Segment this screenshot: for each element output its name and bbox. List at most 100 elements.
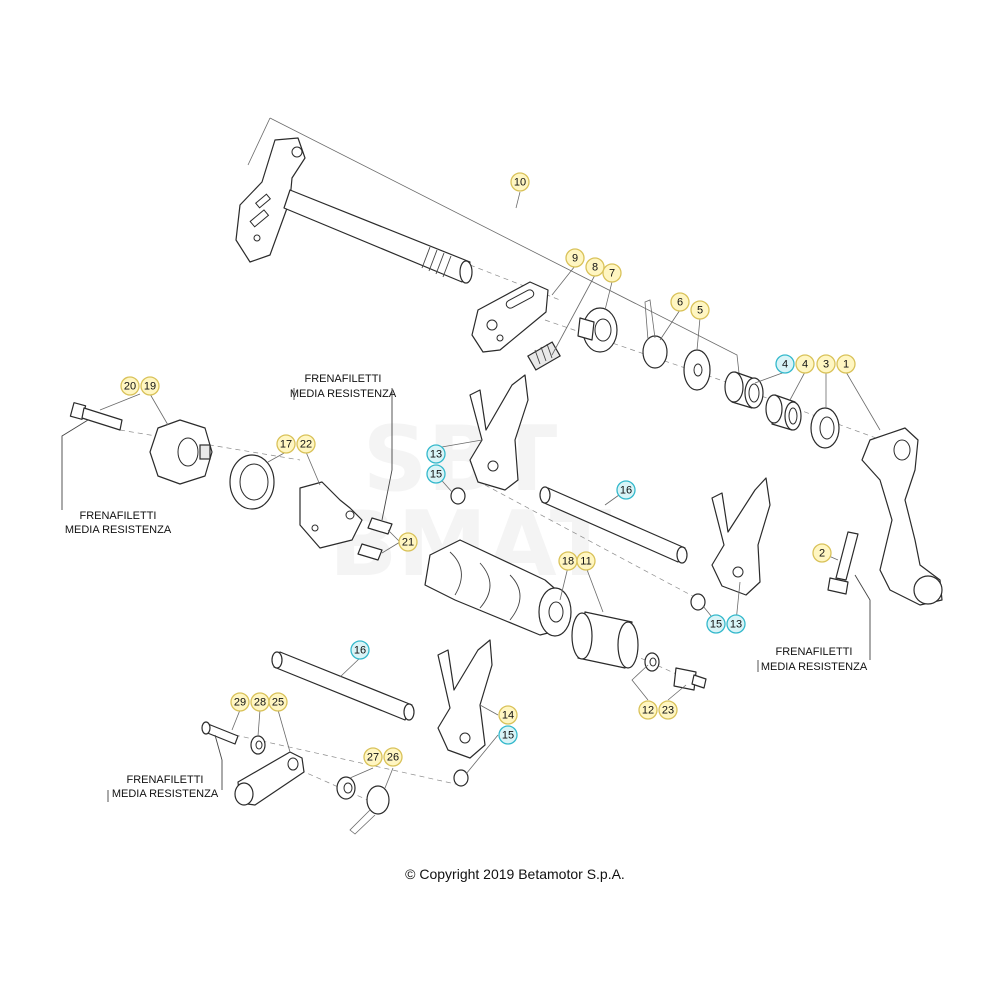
callout-label: 15 bbox=[502, 730, 514, 742]
note-thread-lock-2: FRENAFILETTI MEDIA RESISTENZA bbox=[61, 419, 172, 536]
callout-10: 10 bbox=[510, 172, 530, 192]
callout-label: 28 bbox=[254, 697, 266, 709]
callout-label: 4 bbox=[802, 359, 808, 371]
callout-label: 1 bbox=[843, 359, 849, 371]
svg-text:FRENAFILETTI: FRENAFILETTI bbox=[79, 510, 156, 522]
detent-spring bbox=[349, 785, 390, 835]
callout-28: 28 bbox=[250, 692, 270, 712]
detent-arm bbox=[234, 751, 305, 806]
large-oil-seal bbox=[229, 454, 275, 510]
long-bolt bbox=[69, 402, 123, 431]
callout-5: 5 bbox=[690, 300, 710, 320]
leader-10 bbox=[515, 191, 521, 209]
shift-fork-lower bbox=[437, 639, 493, 759]
copyright-text: © Copyright 2019 Betamotor S.p.A. bbox=[405, 866, 625, 882]
callout-16: 16 bbox=[350, 640, 370, 660]
callout-8: 8 bbox=[585, 257, 605, 277]
svg-text:MEDIA RESISTENZA: MEDIA RESISTENZA bbox=[112, 788, 219, 800]
callout-13: 13 bbox=[726, 614, 746, 634]
callout-7: 7 bbox=[602, 263, 622, 283]
svg-text:MEDIA RESISTENZA: MEDIA RESISTENZA bbox=[761, 661, 868, 673]
callout-label: 4 bbox=[782, 359, 788, 371]
lever-bolt bbox=[827, 531, 859, 595]
callout-29: 29 bbox=[230, 692, 250, 712]
callout-3: 3 bbox=[816, 354, 836, 374]
svg-text:MEDIA RESISTENZA: MEDIA RESISTENZA bbox=[65, 524, 172, 536]
fork-roller-upper bbox=[450, 487, 466, 505]
callout-18: 18 bbox=[558, 551, 578, 571]
callout-label: 13 bbox=[730, 619, 742, 631]
shift-drum bbox=[424, 539, 572, 637]
callout-label: 5 bbox=[697, 305, 703, 317]
callout-label: 8 bbox=[592, 262, 598, 274]
shift-fork-upper bbox=[469, 374, 529, 491]
note-thread-lock-1: FRENAFILETTI MEDIA RESISTENZA bbox=[290, 373, 397, 521]
callout-15: 15 bbox=[498, 725, 518, 745]
callout-14: 14 bbox=[498, 705, 518, 725]
callout-label: 27 bbox=[367, 752, 379, 764]
shift-fork-right bbox=[711, 477, 771, 596]
selector-plate bbox=[471, 281, 549, 353]
callout-23: 23 bbox=[658, 700, 678, 720]
note-thread-lock-4: FRENAFILETTI MEDIA RESISTENZA bbox=[107, 734, 223, 802]
fork-shaft-lower bbox=[271, 651, 415, 721]
callout-label: 14 bbox=[502, 710, 514, 722]
callout-label: 12 bbox=[642, 705, 654, 717]
svg-text:MEDIA RESISTENZA: MEDIA RESISTENZA bbox=[290, 388, 397, 400]
callout-27: 27 bbox=[363, 747, 383, 767]
callout-4: 4 bbox=[775, 354, 795, 374]
callout-label: 11 bbox=[580, 556, 591, 568]
callout-label: 17 bbox=[280, 439, 292, 451]
callout-label: 3 bbox=[823, 359, 829, 371]
callout-label: 15 bbox=[430, 469, 442, 481]
callout-label: 15 bbox=[710, 619, 722, 631]
detent-plate bbox=[299, 481, 363, 549]
callout-label: 16 bbox=[354, 645, 366, 657]
shift-shaft-assembly bbox=[235, 137, 473, 284]
callout-label: 16 bbox=[620, 485, 632, 497]
callout-25: 25 bbox=[268, 692, 288, 712]
callout-label: 20 bbox=[124, 381, 136, 393]
callout-label: 29 bbox=[234, 697, 246, 709]
needle-bearing bbox=[724, 371, 764, 409]
callout-label: 2 bbox=[819, 548, 825, 560]
leader-lines bbox=[99, 265, 881, 789]
pivot-pin bbox=[201, 721, 239, 745]
oil-seal bbox=[810, 407, 840, 449]
detent-roller bbox=[336, 776, 356, 800]
fork-shaft-upper bbox=[539, 486, 688, 564]
cam-roller bbox=[577, 307, 618, 353]
selector-star bbox=[149, 419, 213, 485]
callout-label: 6 bbox=[677, 297, 683, 309]
callout-12: 12 bbox=[638, 700, 658, 720]
callout-15: 15 bbox=[426, 464, 446, 484]
callout-label: 21 bbox=[402, 537, 414, 549]
callout-2: 2 bbox=[812, 543, 832, 563]
svg-text:FRENAFILETTI: FRENAFILETTI bbox=[775, 646, 852, 658]
callout-17: 17 bbox=[276, 434, 296, 454]
callout-1: 1 bbox=[836, 354, 856, 374]
thrust-washer bbox=[683, 349, 711, 391]
torsion-spring bbox=[642, 299, 668, 369]
callout-label: 26 bbox=[387, 752, 399, 764]
pivot-washer bbox=[250, 735, 266, 755]
svg-text:FRENAFILETTI: FRENAFILETTI bbox=[126, 774, 203, 786]
callout-16: 16 bbox=[616, 480, 636, 500]
callout-11: 11 bbox=[576, 551, 596, 571]
bushing bbox=[765, 394, 802, 431]
callout-label: 22 bbox=[300, 439, 312, 451]
callout-15: 15 bbox=[706, 614, 726, 634]
callout-22: 22 bbox=[296, 434, 316, 454]
svg-text:FRENAFILETTI: FRENAFILETTI bbox=[304, 373, 381, 385]
callout-label: 9 bbox=[572, 253, 578, 265]
group-bracket-10 bbox=[247, 117, 743, 401]
small-washer bbox=[644, 652, 660, 672]
plate-screws bbox=[357, 517, 393, 561]
fork-roller-right bbox=[690, 593, 706, 611]
callout-label: 7 bbox=[609, 268, 615, 280]
callout-9: 9 bbox=[565, 248, 585, 268]
spring bbox=[527, 341, 561, 371]
callout-label: 13 bbox=[430, 449, 442, 461]
